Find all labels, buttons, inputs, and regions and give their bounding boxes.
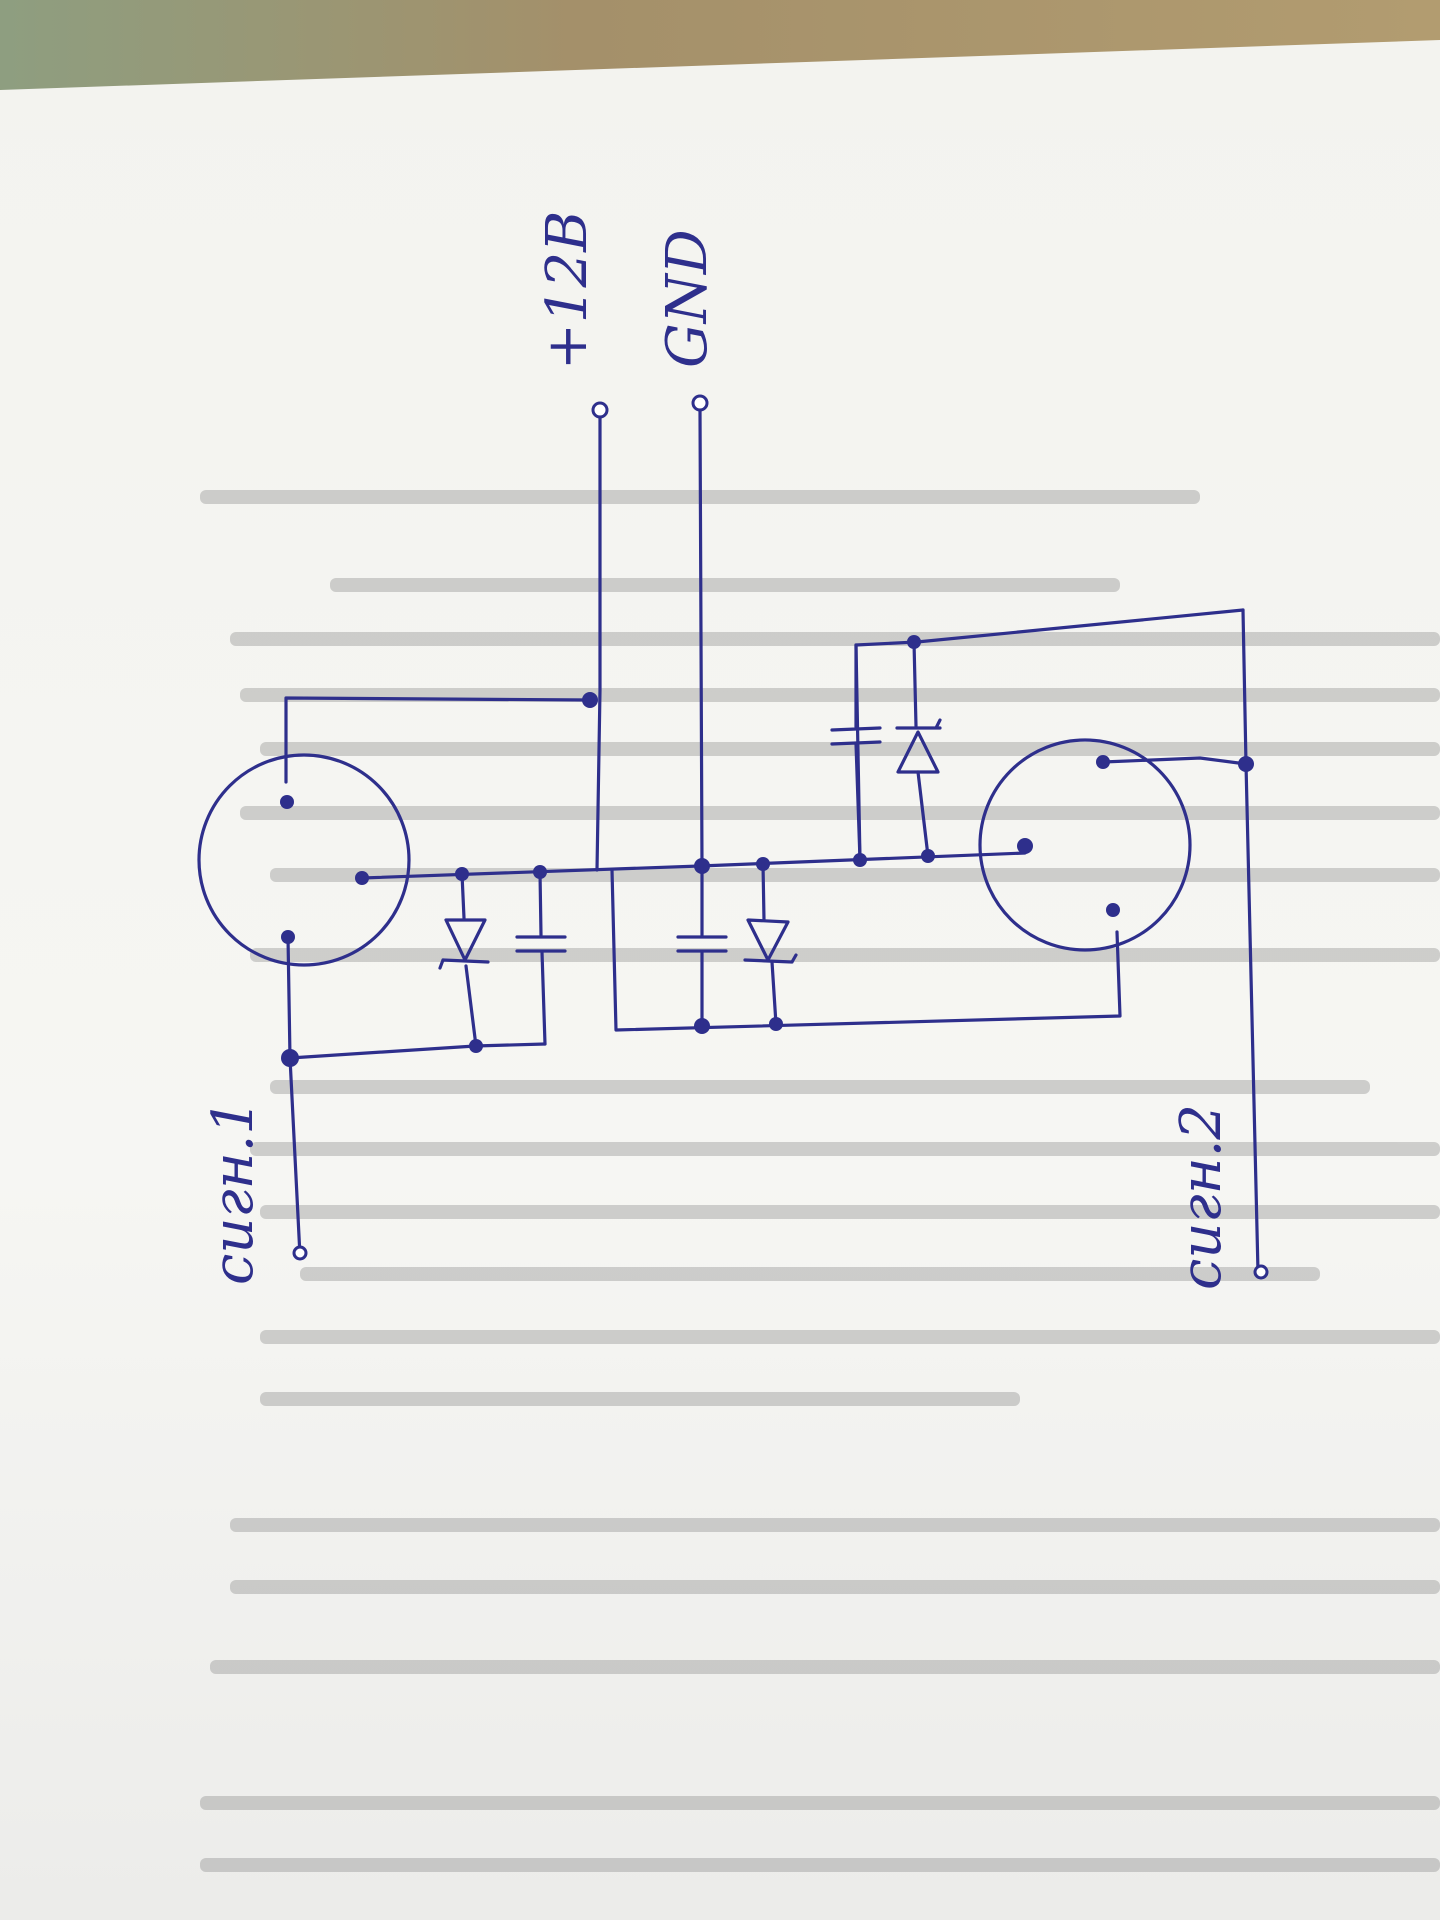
label-sig2: сигн.2 bbox=[1169, 1104, 1234, 1290]
gnd-wire bbox=[698, 408, 704, 868]
sig2-junction bbox=[1238, 756, 1254, 772]
capacitor-2 bbox=[676, 864, 728, 1028]
v12-terminal bbox=[591, 401, 609, 419]
sensor1-body bbox=[197, 753, 411, 967]
sensor2-pin-power bbox=[1106, 903, 1120, 917]
sensor2-pin-gnd bbox=[1017, 838, 1033, 854]
diode-2-symbol bbox=[743, 918, 798, 964]
sig1-terminal bbox=[292, 1245, 308, 1261]
v12-junction bbox=[582, 692, 598, 708]
capacitor-1 bbox=[515, 870, 567, 1046]
v12-wire bbox=[595, 415, 602, 872]
gnd-bottom-rail bbox=[610, 868, 1122, 1032]
label-sig1: сигн.1 bbox=[201, 1099, 266, 1285]
label-gnd: GND bbox=[655, 229, 720, 368]
sensor1-pin-power bbox=[280, 795, 294, 809]
v12-to-sensor1 bbox=[284, 696, 592, 784]
diode-3-symbol bbox=[895, 718, 942, 774]
diode-1-symbol bbox=[438, 918, 490, 970]
capacitor-3 bbox=[830, 643, 882, 862]
diode-3-leads bbox=[912, 640, 930, 858]
paper-sheet bbox=[0, 40, 1440, 1920]
sensor2-body bbox=[978, 738, 1192, 952]
sig2-terminal bbox=[1253, 1264, 1269, 1280]
schematic bbox=[197, 394, 1269, 1280]
sig2-top-rail bbox=[854, 608, 1245, 862]
diode-2-leads bbox=[761, 862, 778, 1026]
gnd-terminal bbox=[691, 394, 709, 412]
sig1-node-a bbox=[281, 1049, 299, 1067]
label-12v: +12В bbox=[535, 211, 600, 370]
diode-1-leads bbox=[460, 872, 478, 1048]
